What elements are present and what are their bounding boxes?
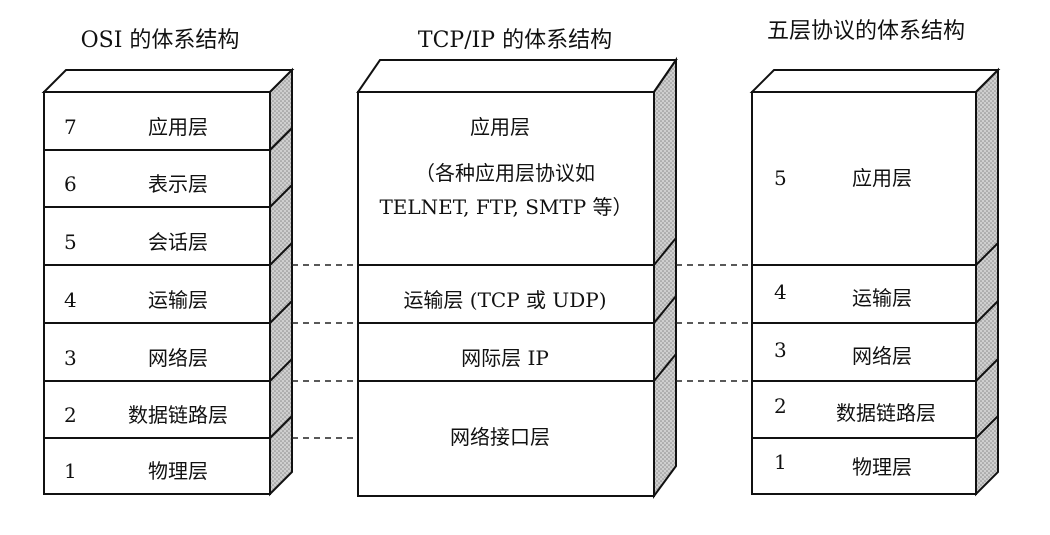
osi-layer-3-name: 网络层 [148,346,208,370]
tcpip-top-face [356,59,678,93]
osi-layer-2-name: 数据链路层 [128,403,228,427]
tcpip-network-interface: 网络接口层 [450,425,550,449]
five-layer-3-num: 3 [774,338,787,362]
tcpip-application-desc-2: TELNET, FTP, SMTP 等） [379,195,632,219]
five-dividers [752,242,999,439]
osi-layer-1-name: 物理层 [148,459,208,483]
osi-layer-4-num: 4 [64,288,77,312]
osi-layer-6-num: 6 [64,172,77,196]
five-layer-4-name: 运输层 [852,286,912,310]
tcpip-application-desc-1: （各种应用层协议如 [415,161,595,185]
five-labels: 5 应用层 4 运输层 3 网络层 2 数据链路层 1 物理层 [774,166,936,479]
osi-layer-7-name: 应用层 [148,115,208,139]
osi-labels: 7 应用层 6 表示层 5 会话层 4 运输层 3 网络层 2 数据链路层 1 … [64,115,228,483]
title-osi: OSI 的体系结构 [81,28,240,53]
five-layer-4-num: 4 [774,280,787,304]
title-five-layer: 五层协议的体系结构 [767,19,965,44]
five-layer-1-num: 1 [774,450,787,474]
osi-layer-2-num: 2 [64,403,77,427]
five-layer-2-num: 2 [774,394,787,418]
tcpip-stack [356,56,678,500]
five-layer-5-num: 5 [774,166,787,190]
tcpip-internet: 网际层 IP [461,346,549,370]
tcpip-front-face [357,91,655,497]
osi-side-face [269,67,293,497]
osi-top-face [41,69,295,93]
osi-layer-5-name: 会话层 [148,230,208,254]
osi-stack [41,67,295,497]
title-tcpip: TCP/IP 的体系结构 [418,28,612,53]
tcpip-application-name: 应用层 [470,115,530,139]
tcpip-transport: 运输层 (TCP 或 UDP) [403,288,606,312]
tcpip-dividers [358,237,677,382]
tcpip-side-face [653,56,677,500]
five-side-face [975,67,999,497]
osi-layer-6-name: 表示层 [148,172,208,196]
tcpip-labels: 应用层 （各种应用层协议如 TELNET, FTP, SMTP 等） 运输层 (… [379,115,632,449]
osi-layer-7-num: 7 [64,115,77,139]
osi-layer-1-num: 1 [64,459,77,483]
five-layer-2-name: 数据链路层 [836,401,936,425]
five-layer-5-name: 应用层 [852,166,912,190]
osi-layer-5-num: 5 [64,230,77,254]
osi-dividers [44,127,293,439]
correspondence-lines [292,264,752,439]
osi-front-face [43,91,271,495]
five-layer-stack [749,67,1001,497]
five-front-face [751,91,977,495]
five-top-face [749,69,1001,93]
osi-layer-4-name: 运输层 [148,288,208,312]
osi-layer-3-num: 3 [64,346,77,370]
five-layer-3-name: 网络层 [852,344,912,368]
five-layer-1-name: 物理层 [852,455,912,479]
